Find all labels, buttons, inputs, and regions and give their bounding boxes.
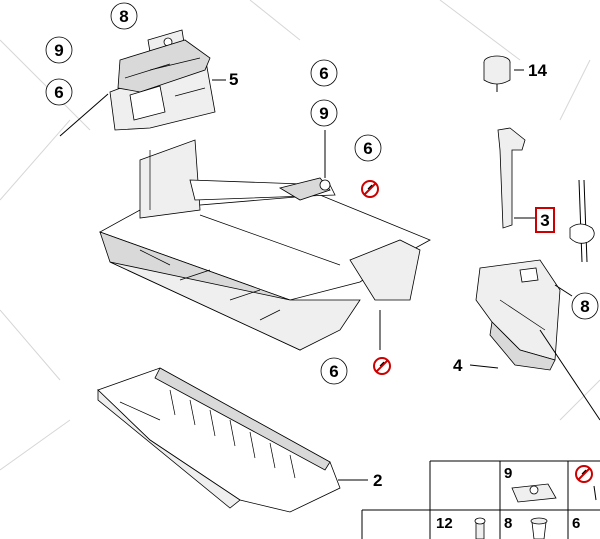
callout-9-left: 9 — [45, 36, 73, 64]
callout-8-top: 8 — [110, 2, 138, 30]
svg-text:14: 14 — [528, 61, 547, 80]
svg-text:9: 9 — [54, 41, 63, 60]
svg-text:9: 9 — [504, 465, 512, 482]
part-5-bracket — [59, 39, 226, 137]
svg-text:6: 6 — [329, 362, 338, 381]
table-cell-8: 8 — [504, 515, 548, 539]
svg-text:3: 3 — [540, 211, 549, 230]
table-cell-not-reusable — [575, 465, 597, 501]
callout-8-right: 8 — [571, 292, 599, 320]
background-grid — [0, 0, 600, 471]
svg-text:6: 6 — [54, 83, 63, 102]
main-air-duct — [99, 130, 431, 351]
not-reusable-symbol-lower — [373, 357, 391, 375]
callout-4: 4 — [453, 356, 463, 375]
table-cell-9: 9 — [504, 465, 557, 503]
svg-text:2: 2 — [373, 471, 382, 490]
svg-text:12: 12 — [436, 515, 453, 532]
callout-6-right: 6 — [354, 134, 382, 162]
svg-text:6: 6 — [572, 515, 580, 532]
svg-text:6: 6 — [319, 64, 328, 83]
table-cell-12: 12 — [436, 515, 486, 539]
callout-9-mid: 9 — [310, 99, 338, 127]
part-3-strut — [497, 127, 540, 229]
parts-table: 9 12 8 6 — [361, 460, 600, 539]
callout-6-left: 6 — [45, 78, 73, 106]
rod-clip — [569, 179, 595, 263]
callout-6-mid: 6 — [310, 59, 338, 87]
callout-6-bottom: 6 — [320, 357, 348, 385]
svg-text:8: 8 — [580, 297, 589, 316]
callout-14: 14 — [528, 61, 547, 80]
callout-2: 2 — [373, 471, 382, 490]
svg-text:4: 4 — [453, 356, 463, 375]
part-14-grommet — [483, 55, 524, 92]
callout-3: 3 — [535, 207, 555, 233]
part-2-grille — [97, 367, 368, 513]
svg-text:8: 8 — [119, 7, 128, 26]
table-cell-6: 6 — [572, 515, 580, 532]
svg-text:9: 9 — [319, 104, 328, 123]
svg-text:8: 8 — [504, 515, 512, 532]
not-reusable-symbol-upper — [361, 180, 379, 198]
svg-text:5: 5 — [229, 70, 238, 89]
svg-text:6: 6 — [363, 139, 372, 158]
part-4-bracket — [469, 259, 600, 421]
callout-5: 5 — [229, 70, 238, 89]
